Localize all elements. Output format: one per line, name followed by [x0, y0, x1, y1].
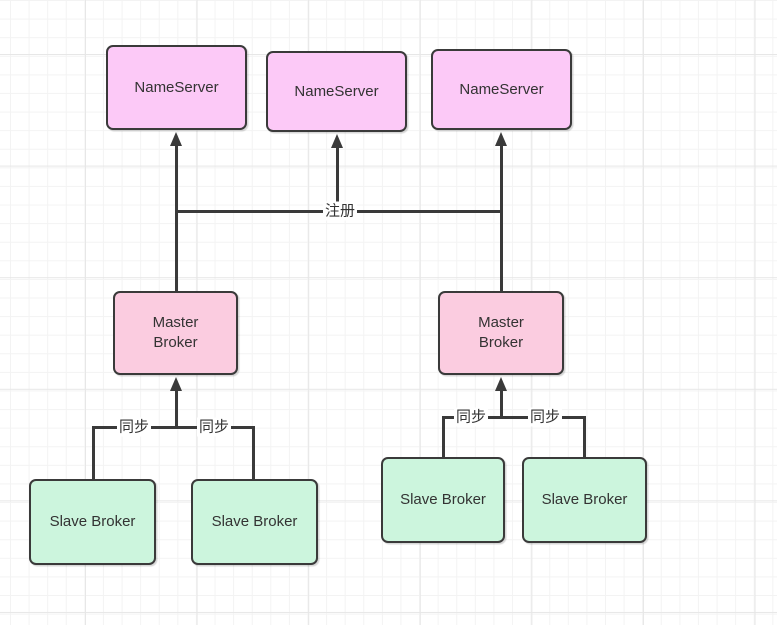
edge-slave4-up	[582, 416, 586, 457]
edge-syncleft-to-master1	[174, 385, 178, 429]
node-nameserver-2-label: NameServer	[294, 82, 379, 100]
node-master-broker-1[interactable]: Master Broker	[113, 291, 238, 375]
edge-label-sync-right-1[interactable]: 同步	[453, 407, 489, 427]
node-nameserver-1-label: NameServer	[134, 78, 219, 96]
edge-registerline-to-nameserver2	[335, 142, 339, 212]
node-slave-broker-3[interactable]: Slave Broker	[381, 457, 505, 543]
edge-slave3-up	[441, 416, 445, 457]
edge-label-sync-left-2[interactable]: 同步	[196, 417, 232, 437]
edge-label-sync-right-2[interactable]: 同步	[527, 407, 563, 427]
edge-syncright-horizontal	[443, 416, 584, 419]
node-master-broker-2-label: Master Broker	[478, 314, 524, 351]
edge-label-register[interactable]: 注册	[322, 201, 358, 221]
arrowhead-master2-icon	[494, 377, 507, 391]
node-master-broker-2[interactable]: Master Broker	[438, 291, 564, 375]
arrowhead-nameserver3-icon	[494, 132, 507, 146]
node-slave-broker-2[interactable]: Slave Broker	[191, 479, 318, 565]
node-slave-broker-1[interactable]: Slave Broker	[29, 479, 156, 565]
edge-syncright-to-master2	[499, 385, 503, 419]
node-nameserver-3[interactable]: NameServer	[431, 49, 572, 130]
edge-slave2-up	[251, 426, 255, 479]
node-slave-broker-3-label: Slave Broker	[400, 491, 486, 508]
edge-master1-to-nameserver1	[174, 140, 178, 291]
node-master-broker-1-label: Master Broker	[152, 314, 199, 351]
node-nameserver-1[interactable]: NameServer	[106, 45, 247, 130]
node-nameserver-2[interactable]: NameServer	[266, 51, 407, 132]
arrowhead-nameserver1-icon	[169, 132, 182, 146]
node-slave-broker-2-label: Slave Broker	[211, 513, 298, 530]
edge-slave1-up	[91, 426, 95, 479]
node-slave-broker-4-label: Slave Broker	[541, 491, 628, 508]
node-slave-broker-1-label: Slave Broker	[49, 513, 136, 530]
arrowhead-master1-icon	[169, 377, 182, 391]
node-slave-broker-4[interactable]: Slave Broker	[522, 457, 647, 543]
edge-master2-to-nameserver3	[499, 140, 503, 291]
arrowhead-nameserver2-icon	[330, 134, 343, 148]
node-nameserver-3-label: NameServer	[459, 80, 544, 98]
edge-syncleft-horizontal	[93, 426, 253, 429]
edge-label-sync-left-1[interactable]: 同步	[116, 417, 152, 437]
